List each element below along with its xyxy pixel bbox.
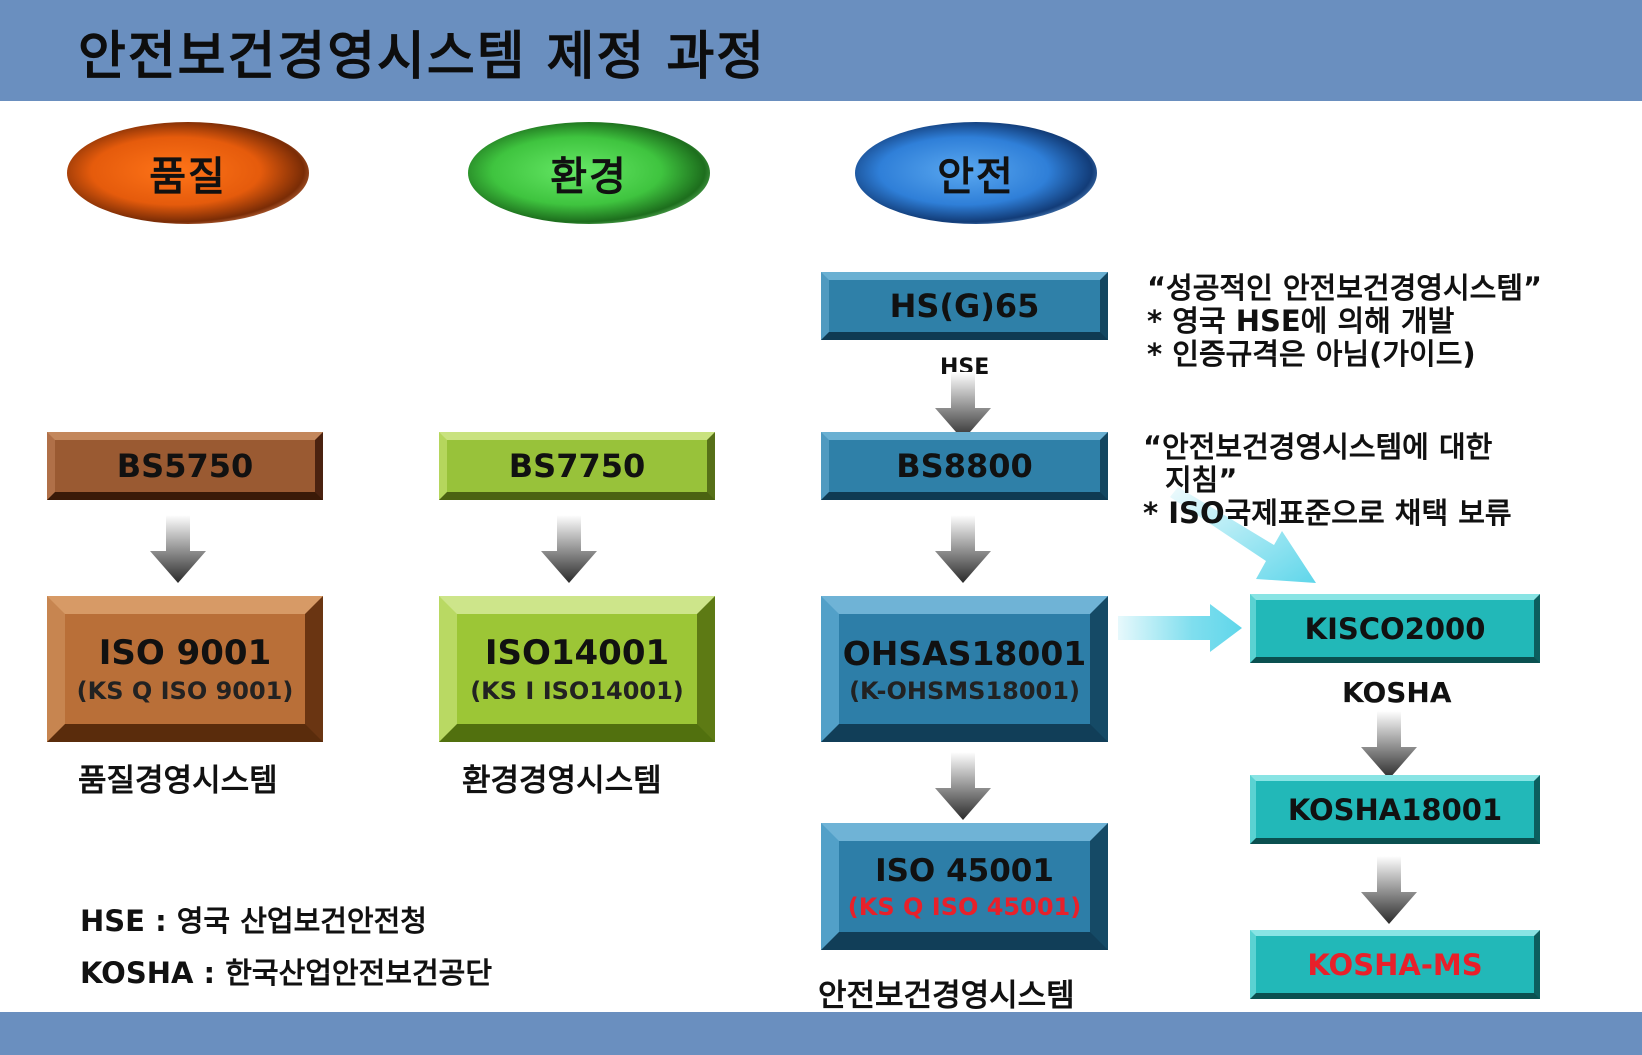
iso45001-box: ISO 45001 (KS Q ISO 45001) bbox=[821, 823, 1108, 950]
arrow-down-icon bbox=[1361, 711, 1417, 779]
page-title: 안전보건경영시스템 제정 과정 bbox=[78, 27, 767, 87]
arrow-down-icon bbox=[1361, 856, 1417, 924]
category-environment-oval: 환경 bbox=[468, 122, 710, 224]
category-safety-label: 안전 bbox=[937, 154, 1015, 200]
kosha18001-label: KOSHA18001 bbox=[1287, 792, 1503, 827]
kisco2000-label: KISCO2000 bbox=[1304, 611, 1486, 646]
environment-system-caption: 환경경영시스템 bbox=[462, 763, 662, 799]
ohsas18001-label: OHSAS18001 bbox=[842, 633, 1087, 673]
iso14001-box: ISO14001 (KS I ISO14001) bbox=[439, 596, 715, 742]
iso9001-label: ISO 9001 bbox=[98, 633, 272, 673]
bs7750-label: BS7750 bbox=[508, 447, 646, 485]
bs8800-box: BS8800 bbox=[821, 432, 1108, 500]
hsg65-box: HS(G)65 bbox=[821, 272, 1108, 340]
hsg65-note-line: * 인증규격은 아님(가이드) bbox=[1147, 337, 1476, 371]
safety-system-caption: 안전보건경영시스템 bbox=[818, 978, 1075, 1014]
bs5750-box: BS5750 bbox=[47, 432, 323, 500]
ks-iso45001-label: (KS Q ISO 45001) bbox=[847, 892, 1082, 921]
hsg65-label: HS(G)65 bbox=[889, 287, 1040, 325]
hsg65-note-line: * 영국 HSE에 의해 개발 bbox=[1147, 304, 1455, 338]
ks-iso9001-label: (KS Q ISO 9001) bbox=[76, 677, 294, 705]
quality-system-caption: 품질경영시스템 bbox=[78, 763, 278, 799]
hsg65-note-line: “성공적인 안전보건경영시스템” bbox=[1147, 271, 1543, 305]
kisco2000-box: KISCO2000 bbox=[1250, 594, 1540, 663]
k-ohsms18001-label: (K-OHSMS18001) bbox=[849, 676, 1080, 705]
category-quality-label: 품질 bbox=[149, 154, 227, 200]
bs8800-note-line: * ISO국제표준으로 채택 보류 bbox=[1143, 496, 1512, 530]
legend-kosha: KOSHA : 한국산업안전보건공단 bbox=[80, 956, 493, 990]
bs5750-label: BS5750 bbox=[116, 447, 254, 485]
bs8800-label: BS8800 bbox=[896, 447, 1033, 485]
bs8800-note-line: “안전보건경영시스템에 대한 bbox=[1143, 430, 1493, 464]
ks-iso14001-label: (KS I ISO14001) bbox=[470, 677, 684, 705]
arrow-down-icon bbox=[541, 515, 597, 583]
arrow-down-icon bbox=[935, 752, 991, 820]
legend-hse: HSE : 영국 산업보건안전청 bbox=[80, 904, 427, 938]
kosha-ms-box: KOSHA-MS bbox=[1250, 930, 1540, 999]
arrow-down-icon bbox=[935, 372, 991, 440]
kosha18001-box: KOSHA18001 bbox=[1250, 775, 1540, 844]
arrow-diagonal-icon bbox=[1170, 487, 1316, 583]
arrow-down-icon bbox=[935, 515, 991, 583]
category-environment-label: 환경 bbox=[550, 154, 628, 200]
iso9001-box: ISO 9001 (KS Q ISO 9001) bbox=[47, 596, 323, 742]
category-safety-oval: 안전 bbox=[855, 122, 1097, 224]
header-bar bbox=[0, 0, 1642, 101]
arrow-down-icon bbox=[150, 515, 206, 583]
ohsas18001-box: OHSAS18001 (K-OHSMS18001) bbox=[821, 596, 1108, 742]
bs8800-note-line: 지침” bbox=[1165, 463, 1238, 497]
hsg65-note: “성공적인 안전보건경영시스템” * 영국 HSE에 의해 개발 * 인증규격은… bbox=[1147, 272, 1542, 371]
kosha-ms-label: KOSHA-MS bbox=[1307, 947, 1483, 982]
bs8800-note: “안전보건경영시스템에 대한 지침” * ISO국제표준으로 채택 보류 bbox=[1143, 431, 1512, 530]
category-quality-oval: 품질 bbox=[67, 122, 309, 224]
arrow-right-icon bbox=[1118, 604, 1242, 652]
bs7750-box: BS7750 bbox=[439, 432, 715, 500]
iso14001-label: ISO14001 bbox=[484, 633, 670, 673]
iso45001-label: ISO 45001 bbox=[875, 852, 1054, 889]
footer-bar bbox=[0, 1012, 1642, 1055]
kosha-label: KOSHA bbox=[1342, 676, 1452, 709]
